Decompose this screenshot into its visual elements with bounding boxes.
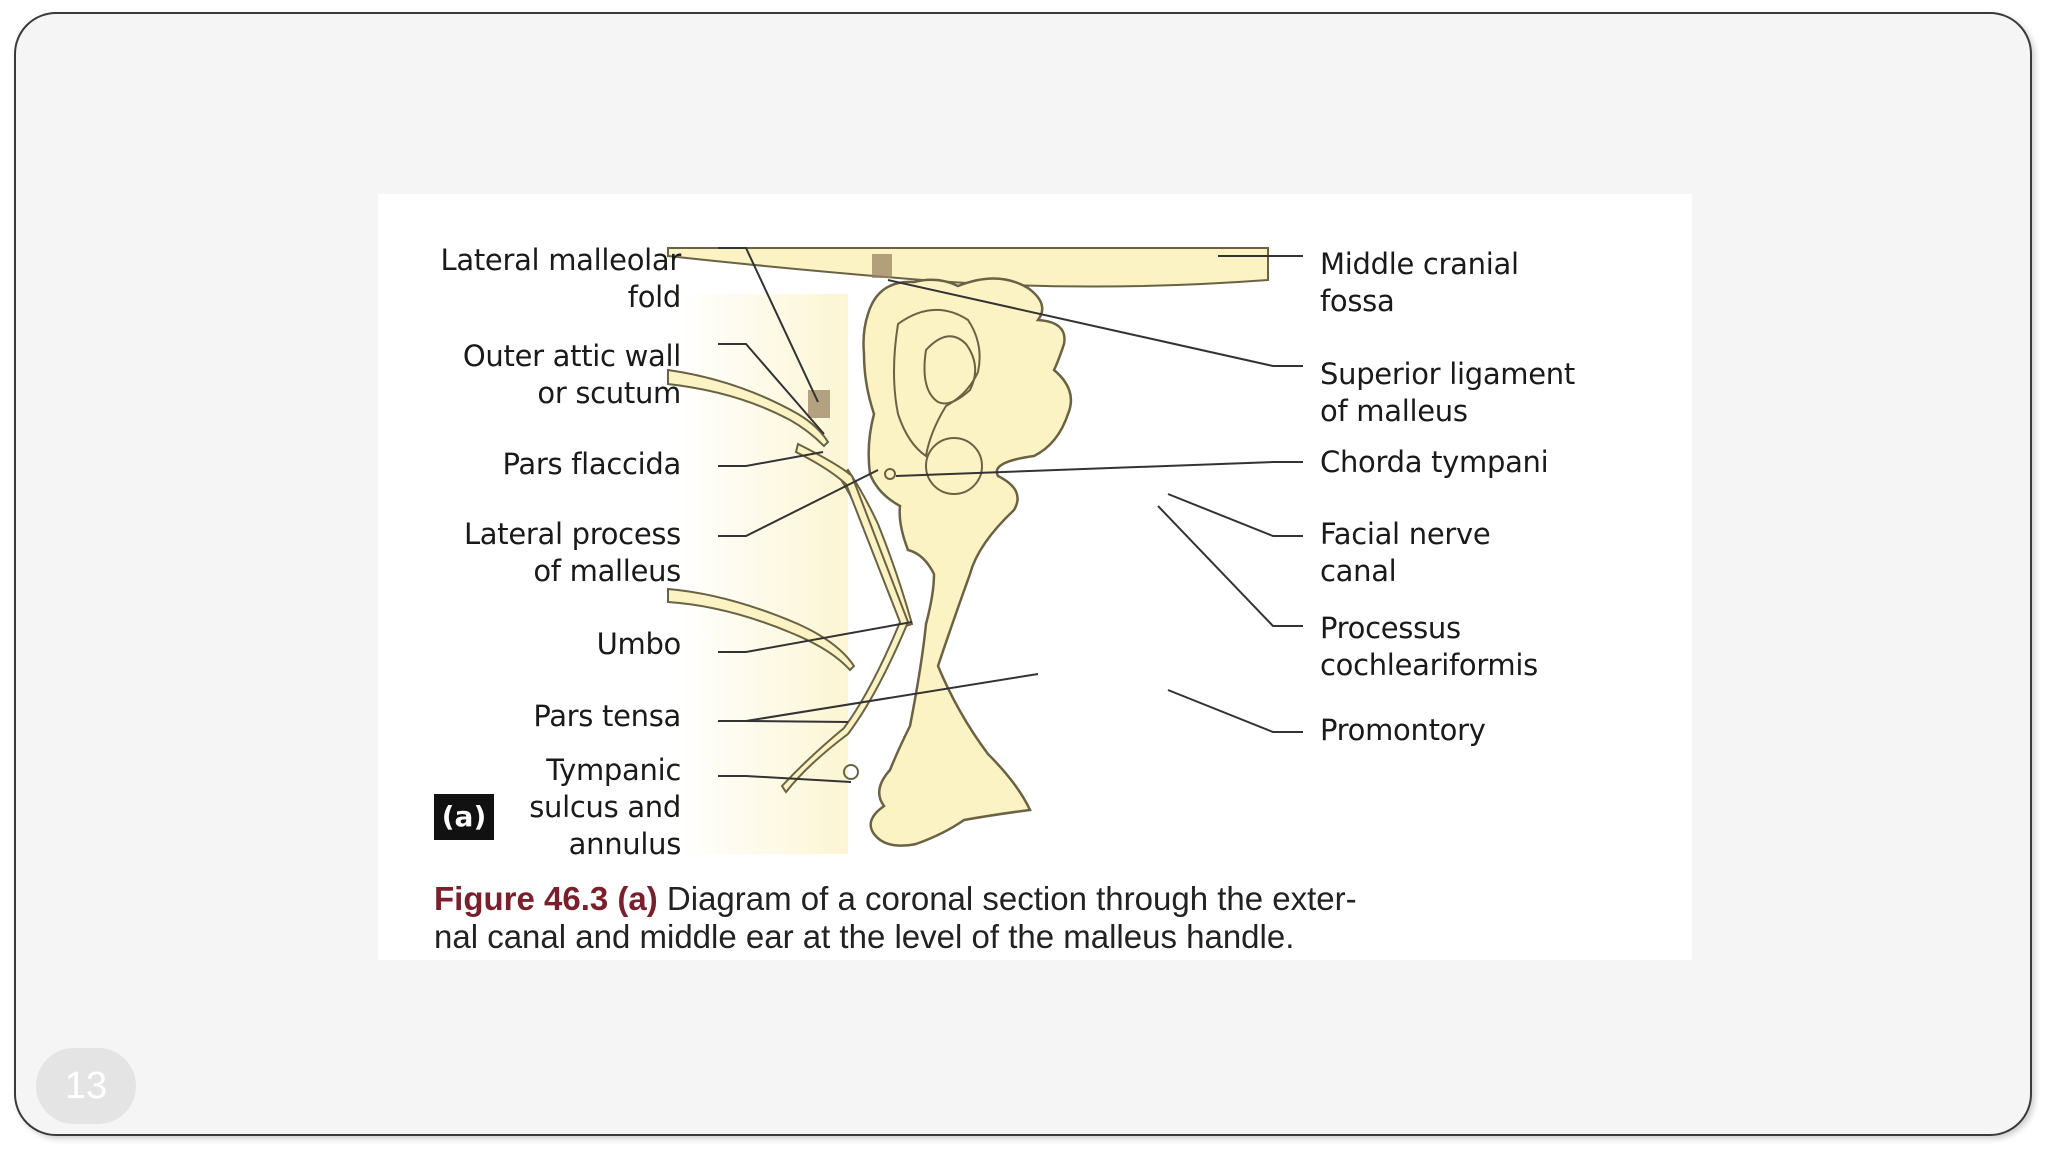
incus-outline <box>893 308 981 458</box>
label-middle-cranial-fossa: Middle cranial fossa <box>1320 247 1519 318</box>
figure-caption: Figure 46.3 (a) Diagram of a coronal sec… <box>434 880 1674 956</box>
ear-section-drawing <box>667 247 1303 854</box>
ear-diagram-figure: Lateral malleolar fold Outer attic wall … <box>378 194 1692 960</box>
label-pars-tensa: Pars tensa <box>533 699 681 733</box>
label-promontory: Promontory <box>1320 713 1486 747</box>
caption-figure-number: Figure 46.3 <box>434 880 609 917</box>
superior-ligament-hatch <box>872 254 892 278</box>
label-pars-flaccida: Pars flaccida <box>502 447 682 481</box>
tympanic-membrane <box>780 442 910 794</box>
middle-cranial-fossa <box>667 247 1269 288</box>
malleus-head-outline <box>923 335 977 405</box>
caption-panel-tag: (a) <box>617 880 658 917</box>
annulus-dot <box>843 764 859 780</box>
caption-text: Diagram of a coronal section through the… <box>434 880 1357 955</box>
leader-lines-left <box>718 247 1039 783</box>
facial-nerve-canal <box>925 437 983 495</box>
scutum <box>667 368 830 448</box>
label-umbo: Umbo <box>596 627 682 661</box>
lateral-malleolar-fold-hatch <box>808 390 830 418</box>
middle-ear-structures <box>862 277 1073 847</box>
label-lateral-malleolar-fold: Lateral malleolar fold <box>440 243 682 314</box>
label-lateral-process-malleus: Lateral process of malleus <box>463 517 681 588</box>
label-chorda-tympani: Chorda tympani <box>1320 445 1549 479</box>
label-superior-ligament-malleus: Superior ligament of malleus <box>1320 357 1575 428</box>
label-outer-attic-wall: Outer attic wall or scutum <box>462 339 681 410</box>
page-number-badge: 13 <box>36 1048 136 1124</box>
pars-tensa-lower <box>667 587 856 672</box>
label-processus-cochleariformis: Processus cochleariformis <box>1320 611 1538 682</box>
chorda-tympani-dot <box>884 468 896 480</box>
figure-panel-tag: (a) <box>434 794 494 840</box>
label-facial-nerve-canal: Facial nerve canal <box>1320 517 1491 588</box>
label-tympanic-sulcus-annulus: Tympanic sulcus and annulus <box>529 753 681 861</box>
leader-lines-right <box>887 255 1303 733</box>
slide: Lateral malleolar fold Outer attic wall … <box>14 12 2032 1136</box>
